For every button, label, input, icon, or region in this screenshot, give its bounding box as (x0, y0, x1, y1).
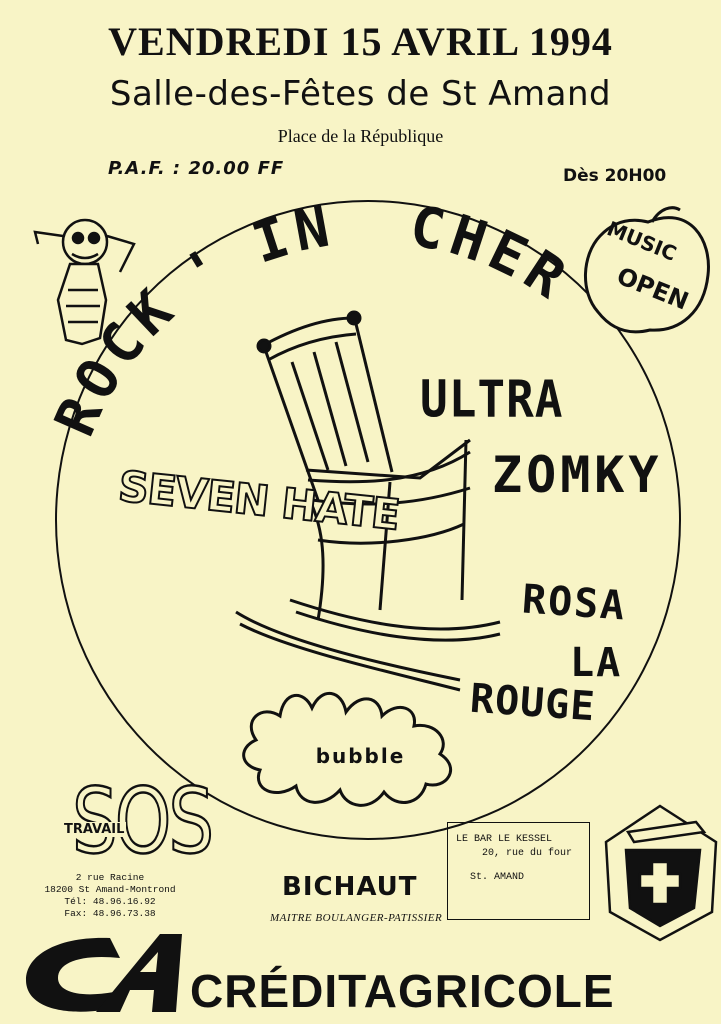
bichaut-logo: BICHAUT (282, 872, 418, 902)
start-time: Dès 20H00 (563, 166, 667, 186)
club-shield-emblem-icon (604, 804, 718, 942)
bar-line: LE BAR LE KESSEL (456, 834, 553, 845)
entry-price: P.A.F. : 20.00 FF (108, 158, 285, 179)
band-la: LA (570, 640, 623, 686)
sos-logo: SOS (71, 767, 215, 875)
sos-travail-label: TRAVAIL (62, 822, 127, 837)
band-bubble: bubble (315, 744, 406, 768)
credit-agricole-wordmark: CRÉDITAGRICOLE (190, 965, 615, 1017)
sos-address: 2 rue Racine 18200 St Amand-Montrond Tél… (40, 872, 180, 920)
sos-address-line: 18200 St Amand-Montrond (44, 884, 176, 895)
bar-line: St. AMAND (470, 872, 525, 883)
band-ultra: ULTRA (420, 369, 564, 429)
music-open-word-1: MUSIC (604, 216, 680, 265)
band-rosa: ROSA (520, 576, 628, 630)
credit-agricole-logo-icon (26, 934, 182, 1012)
band-zomky: ZOMKY (492, 446, 663, 504)
venue-place: Place de la République (277, 126, 444, 146)
music-open-word-2: OPEN (613, 262, 693, 316)
festival-circle (55, 200, 681, 840)
band-rouge: ROUGE (468, 675, 597, 731)
sos-address-line: Fax: 48.96.73.38 (64, 908, 156, 919)
sos-address-line: 2 rue Racine (75, 872, 145, 883)
bar-le-kessel-box: LE BAR LE KESSEL 20, rue du four St. AMA… (447, 822, 590, 920)
bichaut-subtitle: MAITRE BOULANGER-PATISSIER (270, 912, 443, 924)
event-date: VENDREDI 15 AVRIL 1994 (108, 19, 613, 64)
bar-line: 20, rue du four (482, 848, 573, 859)
sos-address-line: Tél: 48.96.16.92 (64, 896, 156, 907)
venue-name: Salle-des-Fêtes de St Amand (109, 74, 612, 114)
